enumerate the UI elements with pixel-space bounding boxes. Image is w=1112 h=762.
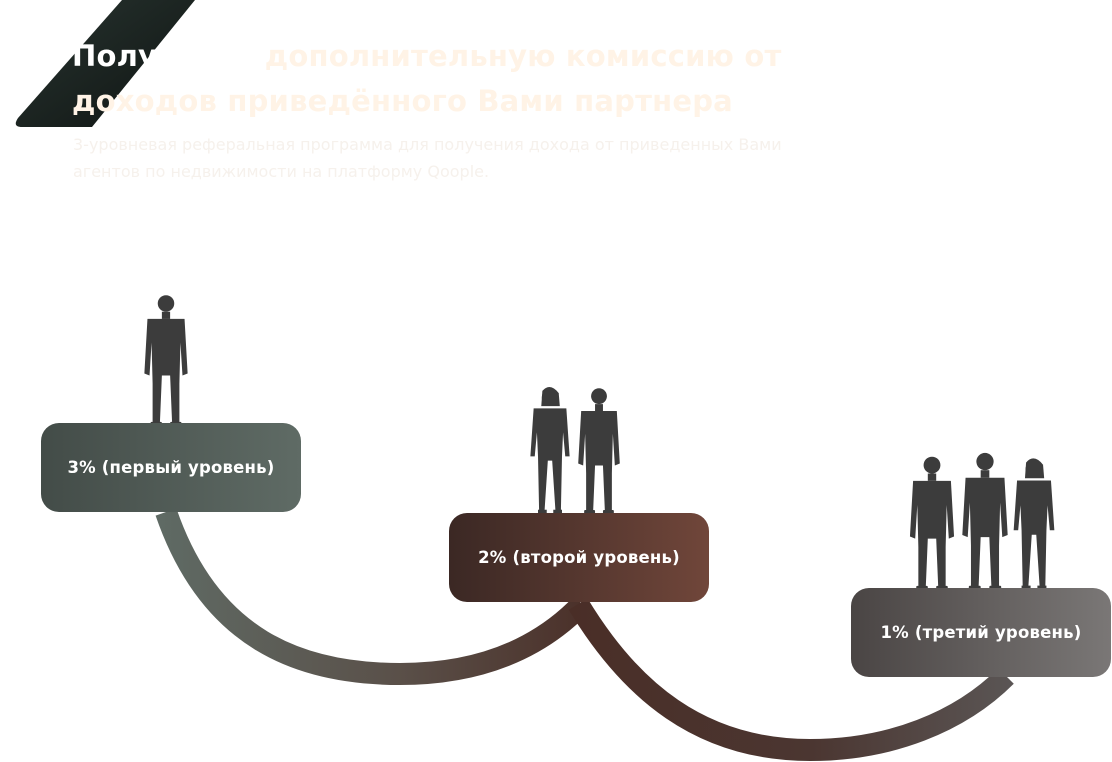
person-icon — [962, 452, 1008, 591]
level-2-label: 2% (второй уровень) — [478, 548, 680, 567]
title-rest: дополнительную комиссию от доходов приве… — [72, 39, 782, 118]
level-3-label: 1% (третий уровень) — [880, 623, 1082, 642]
title-lead: Получайте — [72, 39, 255, 73]
connector-arc-1-2 — [155, 508, 590, 686]
connector-arc-2-3 — [568, 598, 1014, 762]
level-3-box: 1% (третий уровень) — [851, 588, 1111, 677]
level-1-box: 3% (первый уровень) — [41, 423, 301, 512]
person-icon — [530, 387, 570, 513]
person-icon — [144, 295, 188, 427]
page-subtitle: 3-уровневая реферальная программа для по… — [73, 135, 782, 181]
level-1-label: 3% (первый уровень) — [67, 458, 275, 477]
decorative-badge — [15, 0, 195, 127]
level-2-box: 2% (второй уровень) — [449, 513, 709, 602]
person-icon — [1013, 458, 1055, 589]
page-title: Получайте дополнительную комиссию от дох… — [72, 34, 832, 124]
person-icon — [578, 388, 620, 514]
person-icon — [909, 456, 955, 591]
